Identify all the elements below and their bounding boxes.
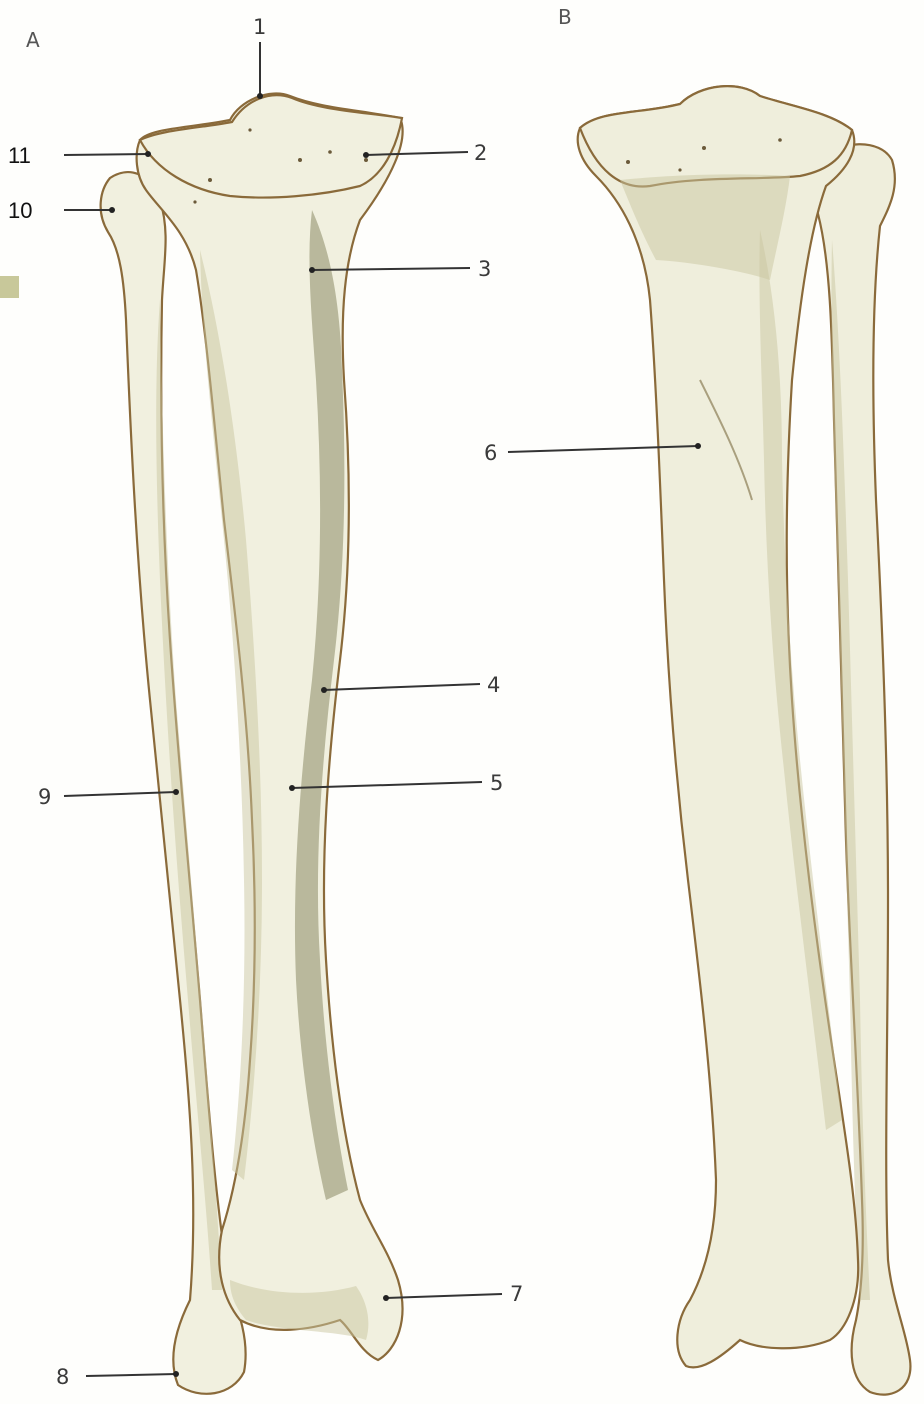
tibia-b-head <box>580 86 852 186</box>
leader-8-dot <box>173 1371 179 1377</box>
leader-11 <box>64 154 148 155</box>
view-b <box>578 86 911 1395</box>
view-a <box>101 93 403 1393</box>
leader-9-dot <box>173 789 179 795</box>
view-label-a: A <box>26 28 40 52</box>
leader-3-dot <box>309 267 315 273</box>
leader-4 <box>324 684 480 690</box>
label-2: 2 <box>474 141 487 165</box>
view-label-b: B <box>558 5 572 29</box>
leader-1-dot <box>257 93 263 99</box>
label-8: 8 <box>56 1365 69 1389</box>
marker-square <box>0 276 19 298</box>
label-5: 5 <box>490 771 503 795</box>
tibia-b <box>578 86 858 1367</box>
leader-10-dot <box>109 207 115 213</box>
label-6: 6 <box>484 441 497 465</box>
leader-8 <box>86 1374 176 1376</box>
label-10: 10 <box>8 198 32 223</box>
label-9: 9 <box>38 785 51 809</box>
leader-7 <box>386 1294 502 1298</box>
label-7: 7 <box>510 1282 523 1306</box>
label-3: 3 <box>478 257 491 281</box>
leader-7-dot <box>383 1295 389 1301</box>
label-11: 11 <box>8 143 31 168</box>
leader-2-dot <box>363 152 369 158</box>
label-4: 4 <box>487 673 500 697</box>
label-1: 1 <box>253 15 266 39</box>
leader-4-dot <box>321 687 327 693</box>
leader-5-dot <box>289 785 295 791</box>
leader-6-dot <box>695 443 701 449</box>
leader-11-dot <box>145 151 151 157</box>
